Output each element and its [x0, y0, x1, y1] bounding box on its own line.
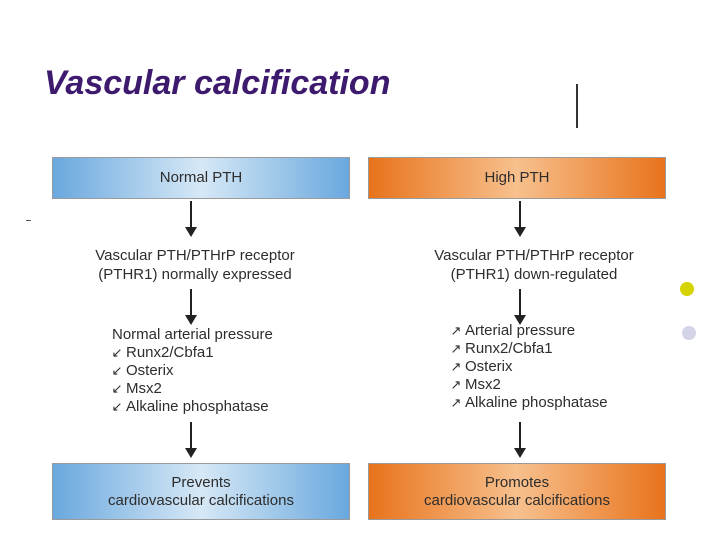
arrow-up-right-icon: ↗ — [450, 395, 462, 410]
list-item: ↙Osterix — [108, 362, 273, 380]
list-item: ↙Alkaline phosphatase — [108, 398, 273, 416]
list-item: ↙Runx2/Cbfa1 — [108, 344, 273, 362]
bullet-dot-lavender — [682, 326, 696, 340]
arrow-down-icon — [185, 201, 197, 237]
list-item: ↗Runx2/Cbfa1 — [447, 340, 608, 358]
arrow-down-left-icon: ↙ — [111, 381, 123, 396]
high-pth-label: High PTH — [484, 169, 550, 186]
arrow-down-left-icon: ↙ — [111, 399, 123, 414]
bullet-dot-yellow — [680, 282, 694, 296]
list-item: ↙Msx2 — [108, 380, 273, 398]
arrow-down-left-icon: ↙ — [111, 345, 123, 360]
high-receptor-text: Vascular PTH/PTHrP receptor (PTHR1) down… — [434, 247, 634, 283]
divider-line — [576, 84, 578, 128]
arrow-down-icon — [185, 422, 197, 458]
promotes-footer: Promotes cardiovascular calcifications — [368, 463, 666, 520]
arrow-up-right-icon: ↗ — [450, 341, 462, 356]
arrow-up-right-icon: ↗ — [450, 359, 462, 374]
normal-effects-list: Normal arterial pressure ↙Runx2/Cbfa1 ↙O… — [108, 326, 273, 416]
tick-mark — [26, 220, 31, 221]
list-item: ↗Msx2 — [447, 376, 608, 394]
normal-pth-label: Normal PTH — [159, 169, 243, 186]
high-pth-header: High PTH — [368, 157, 666, 199]
slide-title: Vascular calcification — [44, 64, 391, 102]
arrow-down-icon — [514, 201, 526, 237]
arrow-up-right-icon: ↗ — [450, 323, 462, 338]
arrow-up-right-icon: ↗ — [450, 377, 462, 392]
list-item: ↗Alkaline phosphatase — [447, 394, 608, 412]
arrow-down-icon — [514, 289, 526, 325]
list-item: ↗Arterial pressure — [447, 322, 608, 340]
high-effects-list: ↗Arterial pressure ↗Runx2/Cbfa1 ↗Osterix… — [447, 322, 608, 412]
arrow-down-icon — [185, 289, 197, 325]
normal-receptor-text: Vascular PTH/PTHrP receptor (PTHR1) norm… — [95, 247, 295, 283]
list-item: ↗Osterix — [447, 358, 608, 376]
normal-effects-head: Normal arterial pressure — [112, 326, 273, 343]
normal-pth-header: Normal PTH — [52, 157, 350, 199]
arrow-down-icon — [514, 422, 526, 458]
prevents-footer: Prevents cardiovascular calcifications — [52, 463, 350, 520]
arrow-down-left-icon: ↙ — [111, 363, 123, 378]
